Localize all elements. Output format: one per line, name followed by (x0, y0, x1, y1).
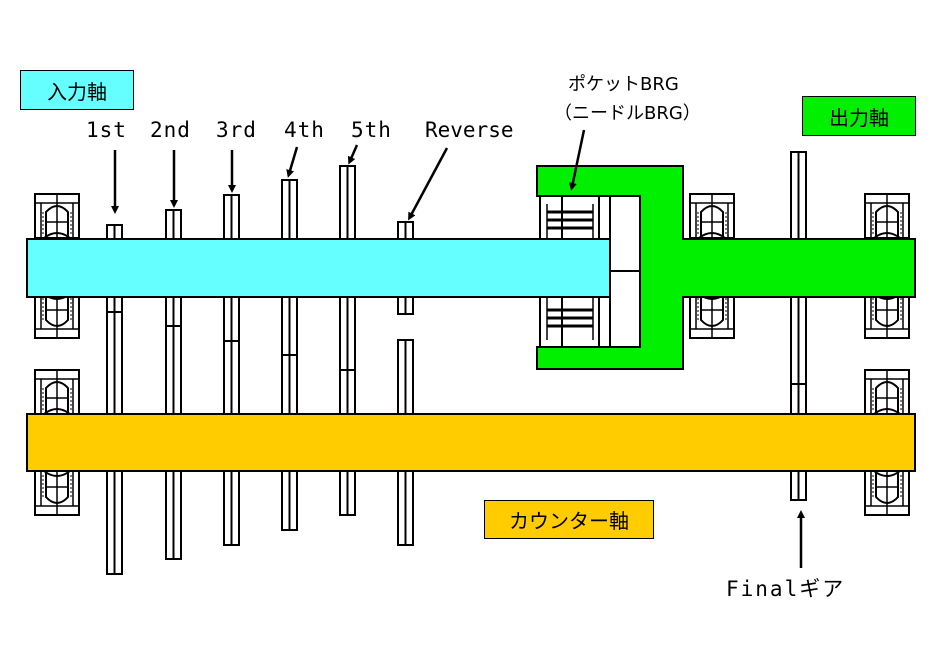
arrow-reverse (408, 147, 449, 221)
counter-shaft (26, 413, 916, 472)
gear-label-4th: 4th (284, 118, 325, 142)
bearing-output-mid-bottom (689, 293, 735, 339)
bearing-output-mid-top (689, 193, 735, 239)
gear-4th (281, 179, 298, 531)
bearing-output-right-bottom (864, 293, 910, 339)
pocket-bearing-label-line2: （ニードルBRG） (554, 103, 701, 124)
gear-label-3rd: 3rd (216, 118, 257, 142)
input-shaft (26, 238, 611, 298)
bearing-input-left-top (34, 193, 80, 239)
gear-label-5th: 5th (351, 118, 392, 142)
bearing-counter-left-bottom (34, 470, 80, 516)
arrow-5th (347, 144, 359, 165)
gear-label-1st: 1st (86, 118, 127, 142)
bearing-counter-right-top (864, 369, 910, 415)
pocket-bearing-label-line1: ポケットBRG (568, 74, 679, 95)
gear-label-2nd: 2nd (150, 118, 191, 142)
final-gear-label: Finalギア (726, 577, 846, 601)
counter-shaft-label: カウンター軸 (484, 500, 654, 539)
bearing-counter-left-top (34, 369, 80, 415)
arrow-pocket-bearing (568, 129, 586, 191)
input-shaft-label: 入力軸 (20, 70, 134, 110)
bearing-output-right-top (864, 193, 910, 239)
output-shaft-label: 出力軸 (802, 96, 916, 136)
arrow-4th (286, 146, 299, 178)
gear-label-reverse: Reverse (425, 118, 514, 142)
bearing-input-left-bottom (34, 293, 80, 339)
bearing-counter-right-bottom (864, 470, 910, 516)
